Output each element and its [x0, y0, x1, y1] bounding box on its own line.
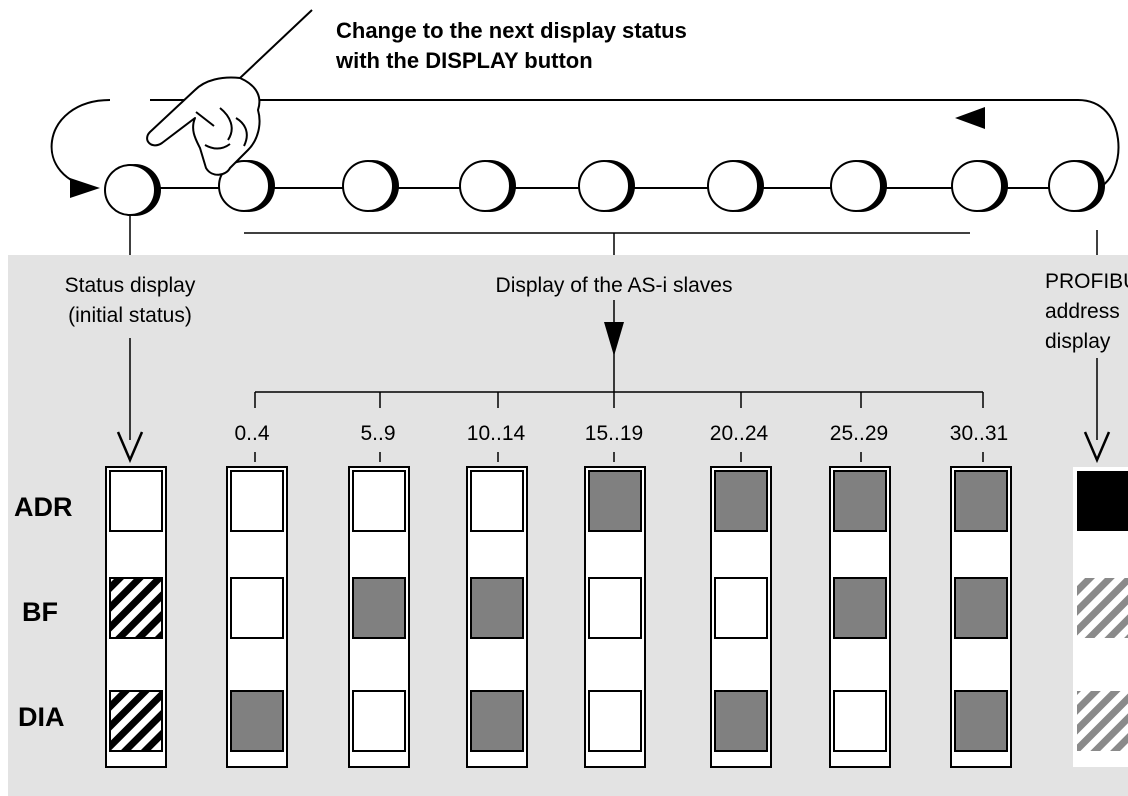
- led-adr-on: [714, 470, 768, 532]
- range-labels: 0..4 5..9 10..14 15..19 20..24 25..29 30…: [234, 422, 1008, 445]
- led-adr-off: [230, 470, 284, 532]
- pointing-hand-icon: [146, 9, 313, 176]
- led-dia-hatched: [109, 690, 163, 752]
- state-circle-slaves-10-14[interactable]: [459, 160, 516, 212]
- led-column-slaves-15-19: [584, 466, 646, 768]
- status-arrow: [116, 338, 144, 464]
- led-dia-off: [833, 690, 887, 752]
- led-column-slaves-30-31: [950, 466, 1012, 768]
- led-bf-hatched: [109, 577, 163, 639]
- led-column-slaves-20-24: [710, 466, 772, 768]
- led-bf-on: [352, 577, 406, 639]
- led-dia-on: [230, 690, 284, 752]
- led-adr-on: [833, 470, 887, 532]
- led-columns: [105, 466, 1128, 768]
- slaves-arrow: [604, 300, 624, 392]
- slaves-display-label: Display of the AS-i slaves: [496, 274, 733, 297]
- range-label: 0..4: [234, 422, 269, 445]
- state-circle-slaves-15-19[interactable]: [578, 160, 635, 212]
- led-row-label-adr: ADR: [14, 492, 73, 522]
- state-connectors: [129, 215, 1098, 255]
- state-circle-slaves-30-31[interactable]: [951, 160, 1008, 212]
- status-display-label-1: Status display: [65, 274, 196, 297]
- range-ticks: [254, 452, 984, 462]
- led-adr-on: [588, 470, 642, 532]
- led-dia-hatched-gray: [1077, 691, 1128, 751]
- led-column-slaves-10-14: [466, 466, 528, 768]
- led-dia-on: [954, 690, 1008, 752]
- led-bf-off: [714, 577, 768, 639]
- led-dia-off: [588, 690, 642, 752]
- range-label: 10..14: [467, 422, 526, 445]
- range-label: 30..31: [950, 422, 1008, 445]
- state-circle-slaves-0-4[interactable]: [218, 160, 275, 212]
- range-label: 25..29: [830, 422, 888, 445]
- instruction-line-1: Change to the next display status: [336, 18, 687, 43]
- led-adr-black: [1077, 471, 1128, 531]
- led-adr-off: [352, 470, 406, 532]
- state-circle-slaves-5-9[interactable]: [342, 160, 399, 212]
- led-dia-off: [352, 690, 406, 752]
- led-column-slaves-5-9: [348, 466, 410, 768]
- led-bf-on: [470, 577, 524, 639]
- led-adr-off: [470, 470, 524, 532]
- led-column-slaves-25-29: [829, 466, 891, 768]
- status-display-label-2: (initial status): [68, 304, 192, 327]
- led-adr-on: [954, 470, 1008, 532]
- led-bf-on: [833, 577, 887, 639]
- slaves-bracket: [244, 232, 970, 255]
- range-label: 20..24: [710, 422, 769, 445]
- gray-background-panel: [8, 255, 1128, 796]
- state-circle-slaves-20-24[interactable]: [707, 160, 764, 212]
- state-circles: [104, 160, 1105, 216]
- led-dia-on: [470, 690, 524, 752]
- instruction-line-2: with the DISPLAY button: [335, 48, 593, 73]
- led-dia-on: [714, 690, 768, 752]
- profibus-arrow: [1083, 358, 1111, 464]
- profibus-label-2: address: [1045, 300, 1120, 323]
- led-bf-off: [588, 577, 642, 639]
- state-circle-slaves-25-29[interactable]: [830, 160, 887, 212]
- profibus-label-3: display: [1045, 330, 1111, 353]
- range-label: 5..9: [360, 422, 395, 445]
- loop-arrowhead-left: [70, 178, 100, 198]
- profibus-label-1: PROFIBUS: [1045, 270, 1128, 293]
- loop-arrowhead-top: [955, 107, 985, 129]
- led-column-slaves-0-4: [226, 466, 288, 768]
- state-circle-status[interactable]: [104, 164, 161, 216]
- led-row-label-bf: BF: [22, 597, 58, 627]
- led-column-profibus-address: [1073, 467, 1128, 767]
- led-bf-hatched-gray: [1077, 578, 1128, 638]
- led-adr-off: [109, 470, 163, 532]
- range-bracket: [254, 391, 984, 408]
- led-row-label-dia: DIA: [18, 702, 65, 732]
- led-bf-off: [230, 577, 284, 639]
- state-circle-profibus[interactable]: [1048, 160, 1105, 212]
- range-label: 15..19: [585, 422, 643, 445]
- led-bf-on: [954, 577, 1008, 639]
- led-column-status-display: [105, 466, 167, 768]
